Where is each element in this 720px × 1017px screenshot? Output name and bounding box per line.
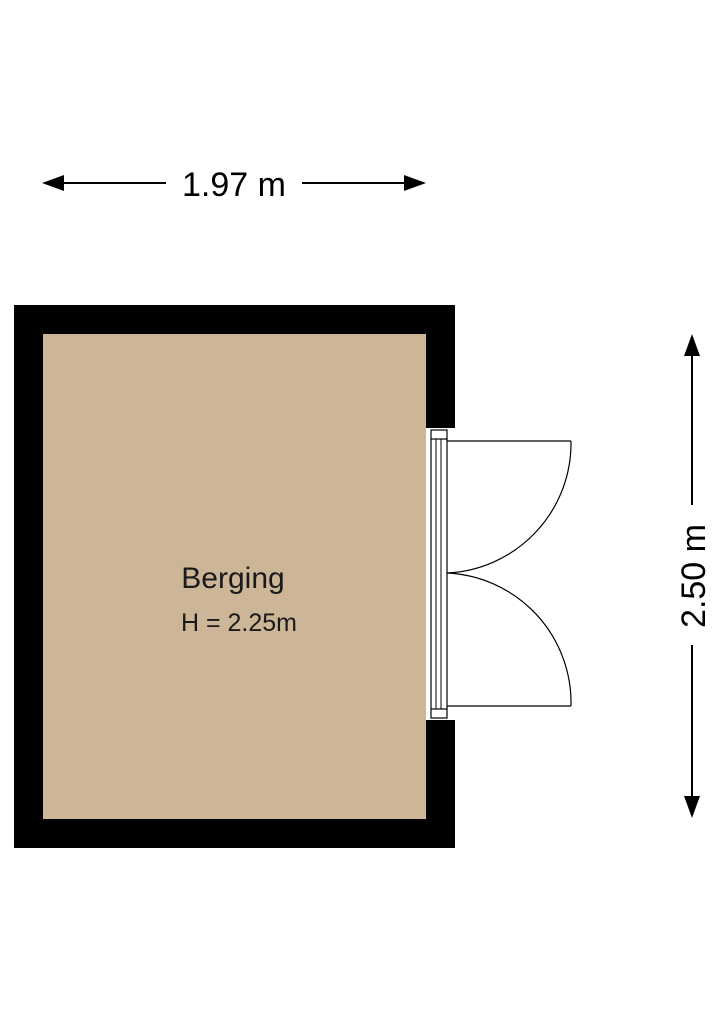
- room-floor: [43, 334, 426, 819]
- door-jamb-top: [430, 429, 448, 440]
- door-swing-upper: [446, 440, 572, 574]
- width-dimension: 1.97 m: [42, 166, 426, 204]
- height-dimension: 2.50 m: [675, 334, 713, 818]
- double-door: [426, 428, 572, 720]
- height-arrow-bottom-icon: [684, 796, 700, 818]
- height-dimension-label: 2.50 m: [675, 524, 713, 628]
- door-swing-lower: [446, 572, 572, 707]
- width-arrow-right-icon: [404, 175, 426, 191]
- width-arrow-left-icon: [42, 175, 64, 191]
- height-arrow-top-icon: [684, 334, 700, 356]
- room-name: Berging: [181, 562, 284, 595]
- width-dimension-label: 1.97 m: [182, 166, 286, 204]
- door-jamb-bottom: [430, 708, 448, 719]
- room-height-label: H = 2.25m: [181, 609, 297, 637]
